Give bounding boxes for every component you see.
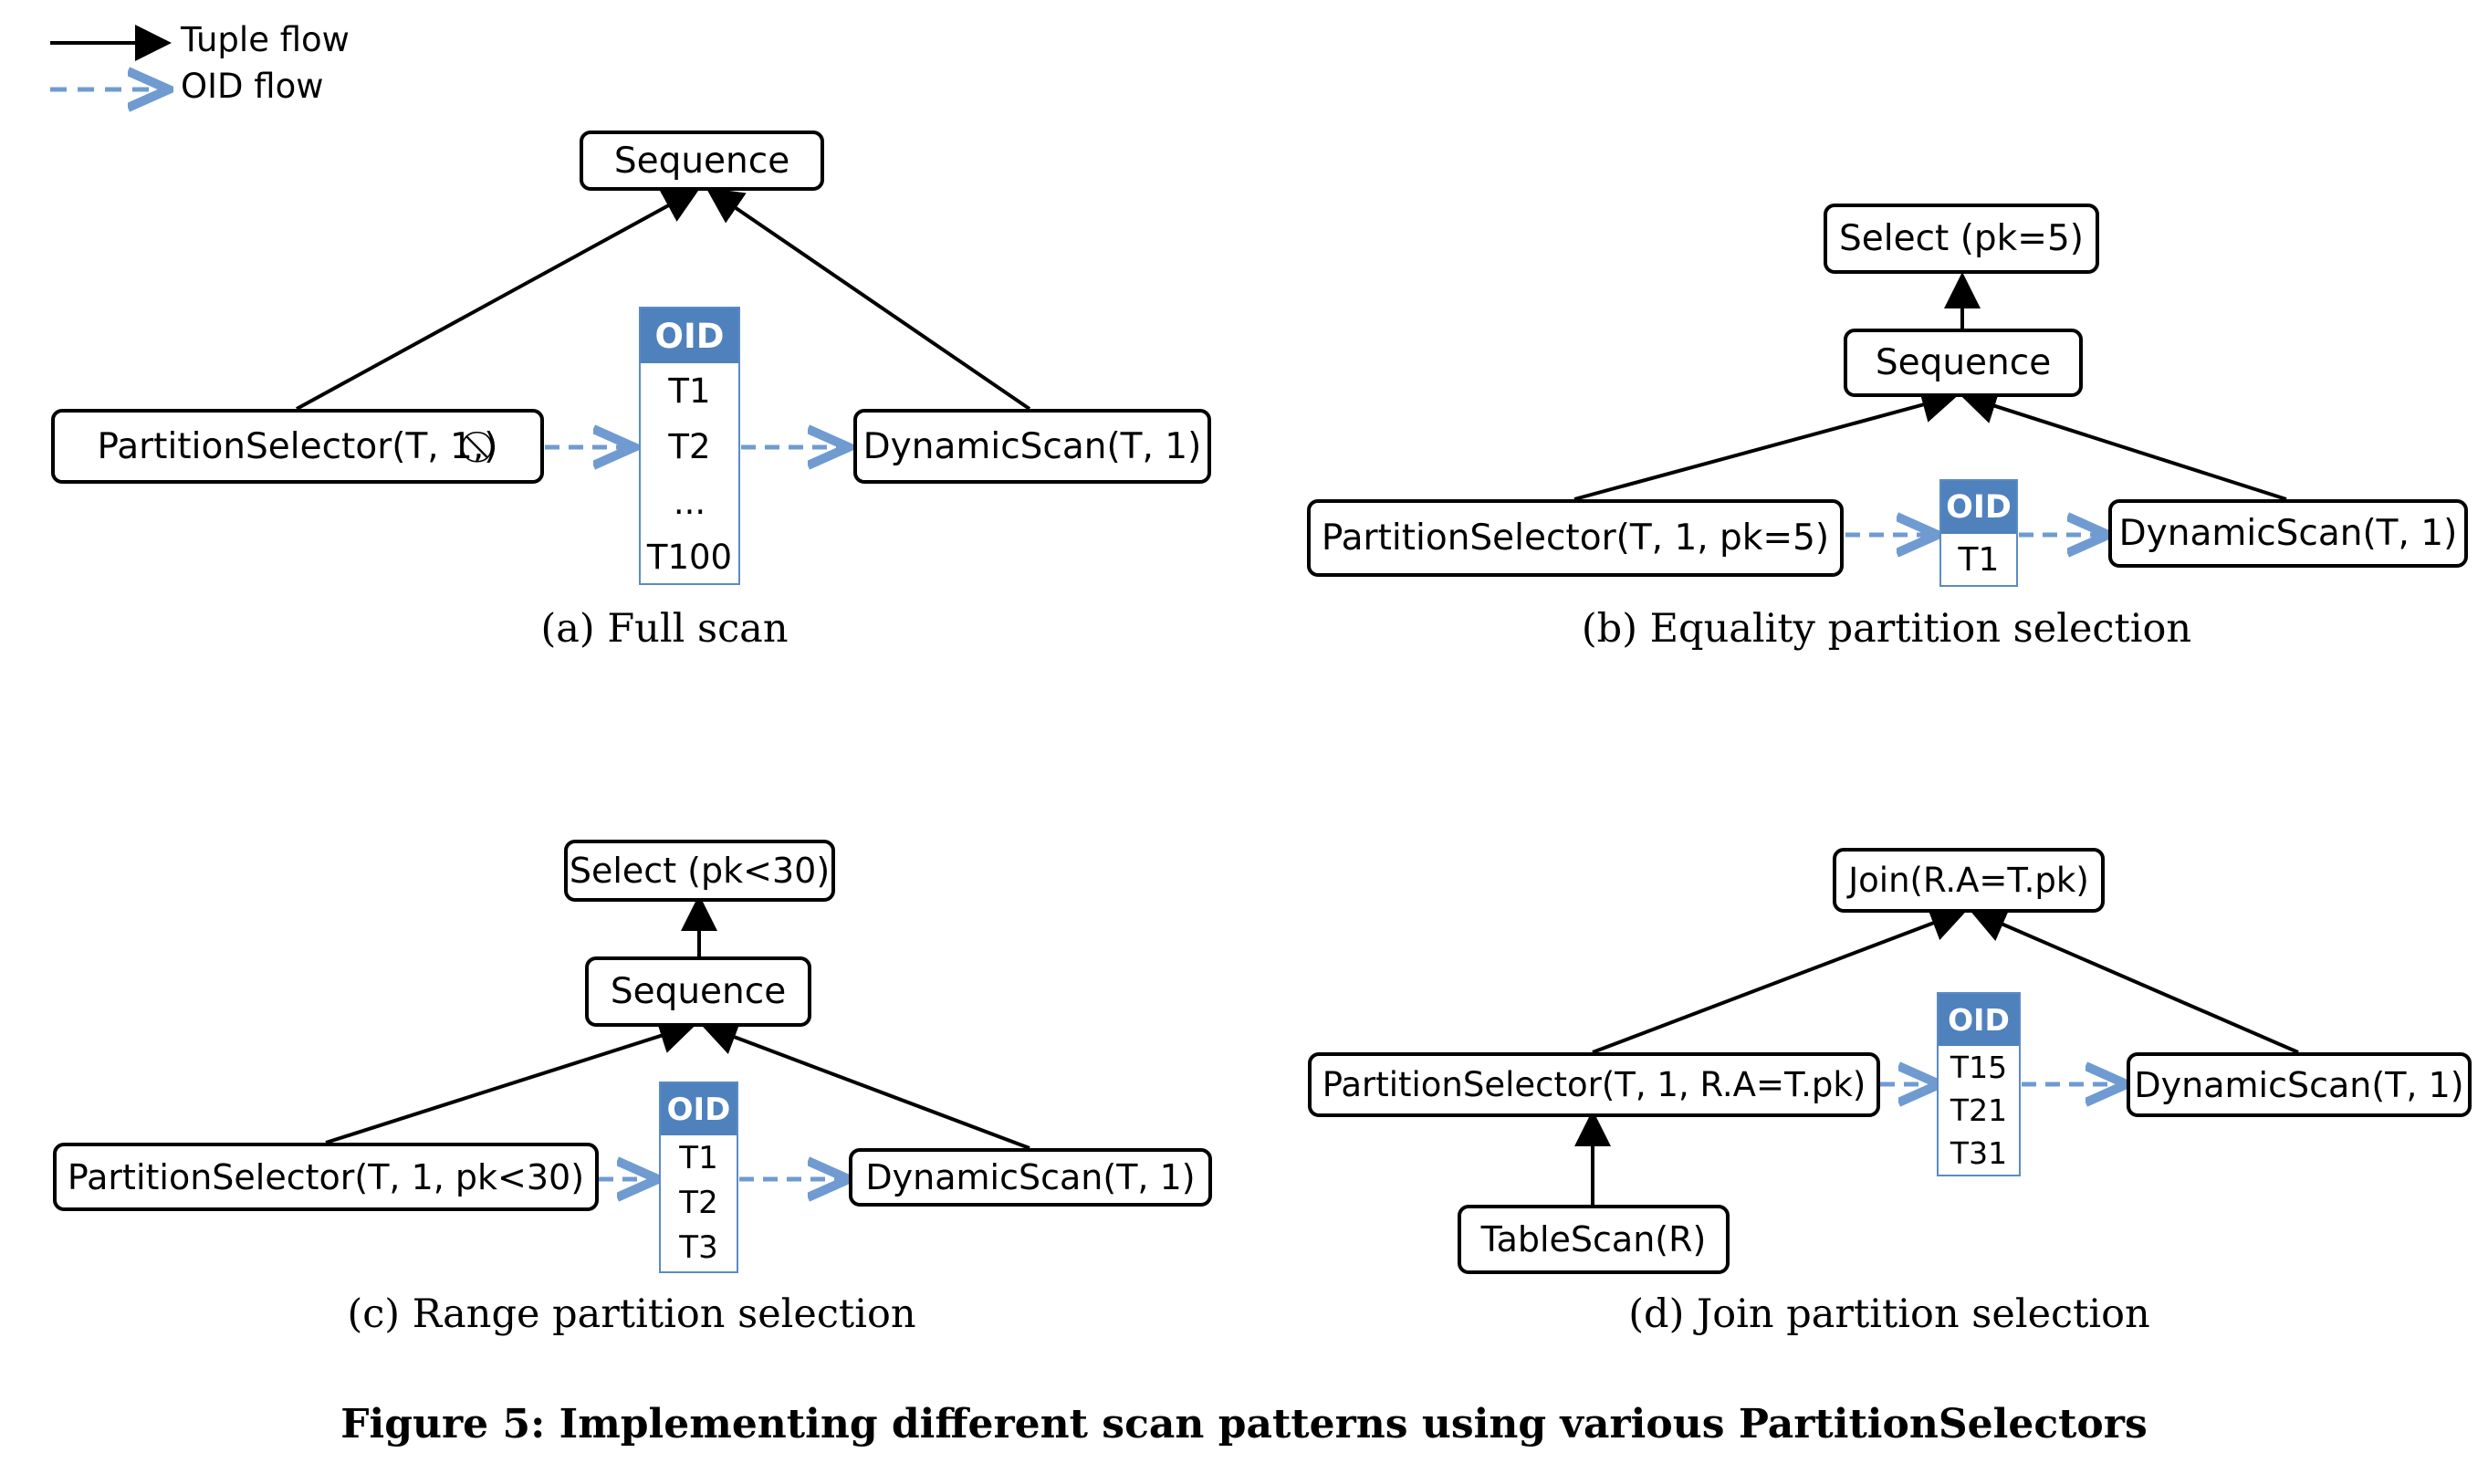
- c-caption: (c) Range partition selection: [347, 1291, 916, 1337]
- c-selector-to-sequence: [325, 1018, 696, 1144]
- d-oid-row: T31: [1950, 1135, 2008, 1171]
- a-sequence-node: Sequence: [580, 131, 824, 191]
- d-oid-table: OID T15 T21 T31: [1937, 992, 2021, 1176]
- d-dynamic-scan-node: DynamicScan(T, 1): [2127, 1052, 2472, 1117]
- d-scan-to-join: [1969, 907, 2299, 1054]
- c-oid-table: OID T1 T2 T3: [659, 1082, 738, 1273]
- a-selector-label: PartitionSelector(T, 1,: [97, 425, 485, 467]
- c-oid-row: T2: [679, 1184, 718, 1221]
- d-tablescan-node: TableScan(R): [1458, 1205, 1730, 1274]
- b-oid-row: T1: [1958, 540, 2000, 579]
- d-selector-to-join: [1592, 905, 1968, 1054]
- d-oid-row: T21: [1950, 1092, 2008, 1128]
- a-selector-to-sequence: [296, 188, 701, 411]
- c-partition-selector-node: PartitionSelector(T, 1, pk<30): [53, 1143, 599, 1211]
- d-oid-header: OID: [1939, 994, 2019, 1046]
- a-oid-table: OID T1 T2 ... T100: [639, 307, 740, 585]
- c-select-node: Select (pk<30): [564, 840, 835, 902]
- b-sequence-node: Sequence: [1844, 329, 2083, 397]
- figure-caption: Figure 5: Implementing different scan pa…: [340, 1401, 2148, 1447]
- b-partition-selector-node: PartitionSelector(T, 1, pk=5): [1307, 499, 1844, 577]
- a-dynamic-scan-node: DynamicScan(T, 1): [853, 409, 1211, 484]
- a-oid-row: T1: [668, 371, 711, 411]
- d-join-node: Join(R.A=T.pk): [1833, 848, 2105, 913]
- a-caption: (a) Full scan: [540, 606, 789, 652]
- b-oid-table: OID T1: [1939, 479, 2018, 587]
- b-select-node: Select (pk=5): [1824, 204, 2099, 274]
- b-scan-to-sequence: [1960, 388, 2287, 501]
- a-oid-row: T2: [668, 427, 711, 466]
- c-scan-to-sequence: [700, 1019, 1030, 1150]
- b-selector-to-sequence: [1573, 387, 1959, 501]
- a-selector-label-end: ): [484, 425, 498, 467]
- a-oid-row: T100: [646, 537, 733, 577]
- d-caption: (d) Join partition selection: [1628, 1291, 2150, 1337]
- a-partition-selector-node: PartitionSelector(T, 1, ⃠ ): [51, 409, 544, 484]
- a-scan-to-sequence: [706, 187, 1031, 411]
- c-dynamic-scan-node: DynamicScan(T, 1): [849, 1148, 1212, 1207]
- a-oid-header: OID: [641, 308, 738, 363]
- c-oid-header: OID: [661, 1083, 737, 1135]
- b-caption: (b) Equality partition selection: [1581, 606, 2192, 652]
- d-oid-row: T15: [1950, 1050, 2008, 1085]
- legend-tuple-flow-label: Tuple flow: [181, 20, 350, 59]
- b-dynamic-scan-node: DynamicScan(T, 1): [2108, 499, 2468, 568]
- b-oid-header: OID: [1941, 481, 2016, 534]
- legend-oid-flow-label: OID flow: [181, 67, 324, 106]
- c-oid-row: T3: [679, 1228, 718, 1266]
- c-oid-row: T1: [679, 1139, 718, 1176]
- d-partition-selector-node: PartitionSelector(T, 1, R.A=T.pk): [1308, 1052, 1880, 1117]
- c-sequence-node: Sequence: [585, 956, 811, 1027]
- a-oid-row: ...: [673, 483, 706, 522]
